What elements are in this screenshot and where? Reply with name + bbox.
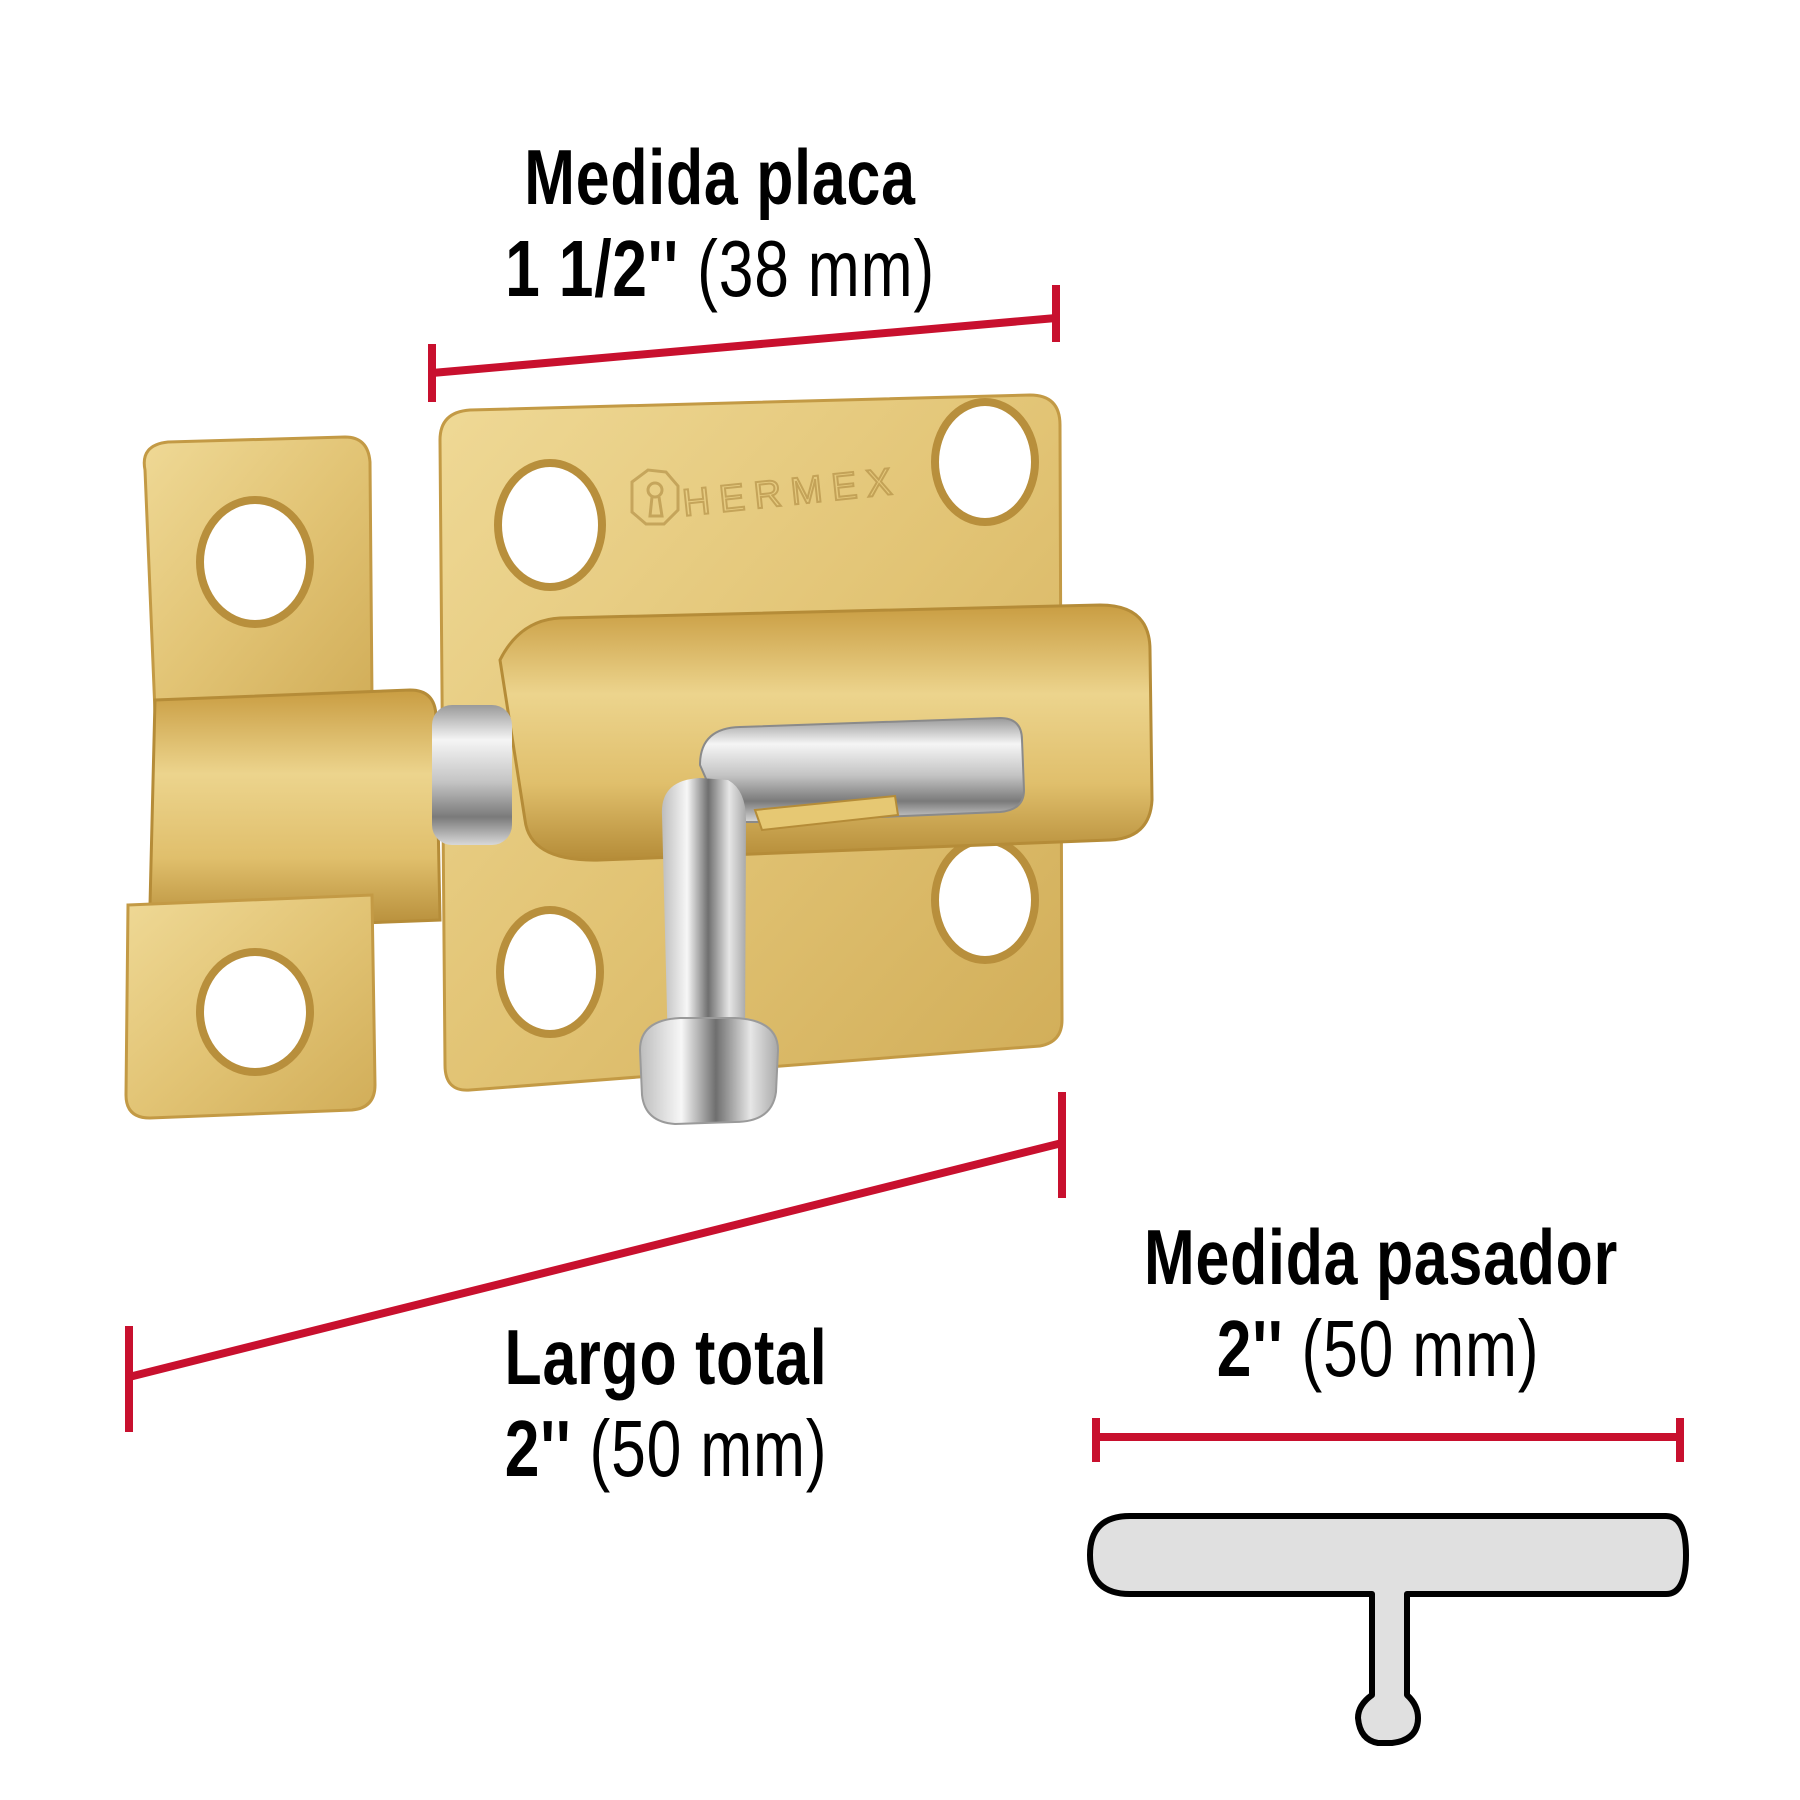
total-length-title: Largo total	[504, 1313, 828, 1401]
keeper-plate	[124, 435, 442, 1120]
total-length-metric: (50 mm)	[589, 1404, 828, 1493]
total-length-label: Largo total 2'' (50 mm)	[432, 1318, 900, 1489]
screw-hole	[196, 496, 314, 628]
plate-size-label: Medida placa 1 1/2'' (38 mm)	[486, 138, 954, 309]
screw-hole	[931, 398, 1039, 526]
bolt-size-title: Medida pasador	[1144, 1213, 1619, 1301]
bolt-shaft	[432, 705, 1026, 1126]
plate-size-title: Medida placa	[524, 133, 916, 221]
screw-hole	[196, 948, 314, 1076]
plate-size-value: 1 1/2'' (38 mm)	[486, 229, 954, 309]
bolt-size-value: 2'' (50 mm)	[1144, 1309, 1612, 1389]
bolt-size-metric: (50 mm)	[1301, 1304, 1540, 1393]
bolt-size-imperial: 2''	[1216, 1304, 1284, 1393]
total-length-dimension-line	[125, 1092, 1066, 1432]
bolt-schematic-icon	[1087, 1513, 1689, 1746]
total-length-imperial: 2''	[504, 1404, 572, 1493]
screw-hole	[494, 459, 606, 591]
plate-dimension-line	[428, 285, 1060, 402]
plate-size-imperial: 1 1/2''	[505, 224, 680, 313]
plate-size-metric: (38 mm)	[697, 224, 935, 313]
total-length-value: 2'' (50 mm)	[432, 1409, 900, 1489]
bolt-size-label: Medida pasador 2'' (50 mm)	[1144, 1213, 1619, 1389]
screw-hole	[496, 906, 604, 1038]
bolt-dimension-line	[1092, 1418, 1684, 1462]
